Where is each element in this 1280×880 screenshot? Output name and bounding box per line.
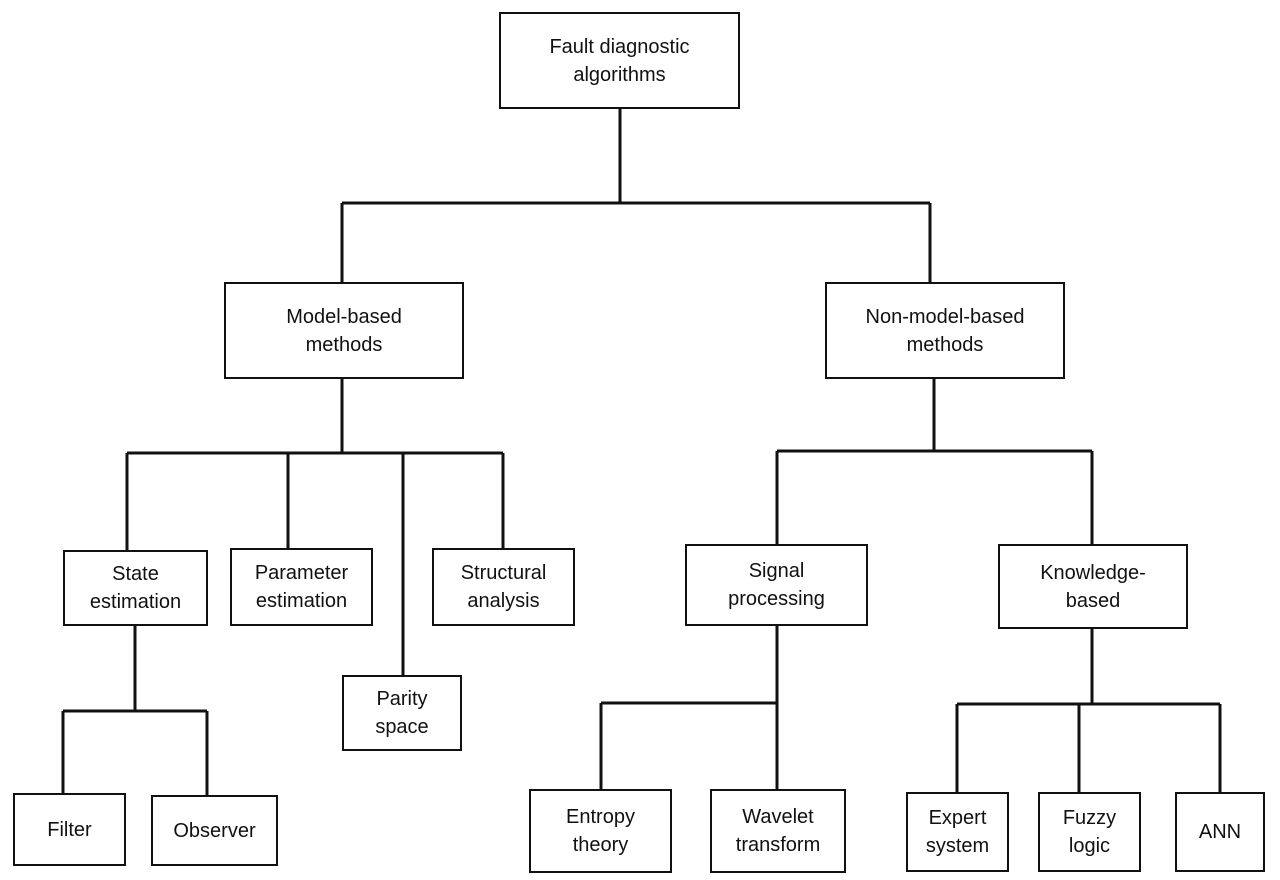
- node-filter: Filter: [13, 793, 126, 866]
- node-label-line: Knowledge-: [1040, 561, 1146, 584]
- node-parity-space: Parity space: [342, 675, 462, 751]
- node-label-line: State: [112, 563, 159, 585]
- node-label-line: ANN: [1198, 821, 1242, 843]
- node-label-line: Entropy: [566, 806, 635, 828]
- node-label-line: based: [1065, 589, 1121, 612]
- node-label-line: Wavelet: [742, 806, 814, 828]
- node-label-line: analysis: [467, 590, 540, 612]
- node-label-line: methods: [906, 333, 984, 356]
- node-label-line: processing: [728, 588, 825, 610]
- node-fuzzy-logic: Fuzzy logic: [1038, 792, 1141, 872]
- node-label-line: algorithms: [573, 63, 666, 86]
- node-label-line: Structural: [460, 562, 547, 584]
- node-label-line: Fault diagnostic: [549, 35, 690, 58]
- node-label-line: theory: [572, 834, 629, 856]
- node-parameter-estimation: Parameter estimation: [230, 548, 373, 626]
- node-model-based-methods: Model-based methods: [224, 282, 464, 379]
- node-label-line: Fuzzy: [1062, 807, 1117, 829]
- node-label-line: Non-model-based: [865, 305, 1025, 328]
- node-label-line: methods: [305, 333, 383, 356]
- node-knowledge-based: Knowledge-based: [998, 544, 1188, 629]
- node-label-line: estimation: [255, 590, 348, 612]
- node-label-line: estimation: [89, 591, 182, 613]
- node-label-line: Filter: [47, 818, 92, 841]
- node-expert-system: Expert system: [906, 792, 1009, 872]
- node-label-line: Signal: [748, 560, 805, 582]
- node-label-line: system: [925, 835, 990, 857]
- node-label-line: space: [375, 716, 429, 738]
- node-non-model-based-methods: Non-model-based methods: [825, 282, 1065, 379]
- node-observer: Observer: [151, 795, 278, 866]
- node-signal-processing: Signal processing: [685, 544, 868, 626]
- node-label-line: Expert: [928, 807, 987, 829]
- node-label-line: Parity: [376, 688, 428, 710]
- node-ann: ANN: [1175, 792, 1265, 872]
- node-label-line: Parameter: [254, 562, 349, 584]
- node-wavelet-transform: Wavelet transform: [710, 789, 846, 873]
- node-state-estimation: State estimation: [63, 550, 208, 626]
- node-fault-diagnostic-algorithms: Fault diagnostic algorithms: [499, 12, 740, 109]
- node-label-line: transform: [735, 834, 821, 856]
- node-label-line: Observer: [173, 819, 256, 842]
- node-label-line: logic: [1068, 835, 1111, 857]
- node-structural-analysis: Structural analysis: [432, 548, 575, 626]
- node-label-line: Model-based: [286, 305, 402, 328]
- node-entropy-theory: Entropy theory: [529, 789, 672, 873]
